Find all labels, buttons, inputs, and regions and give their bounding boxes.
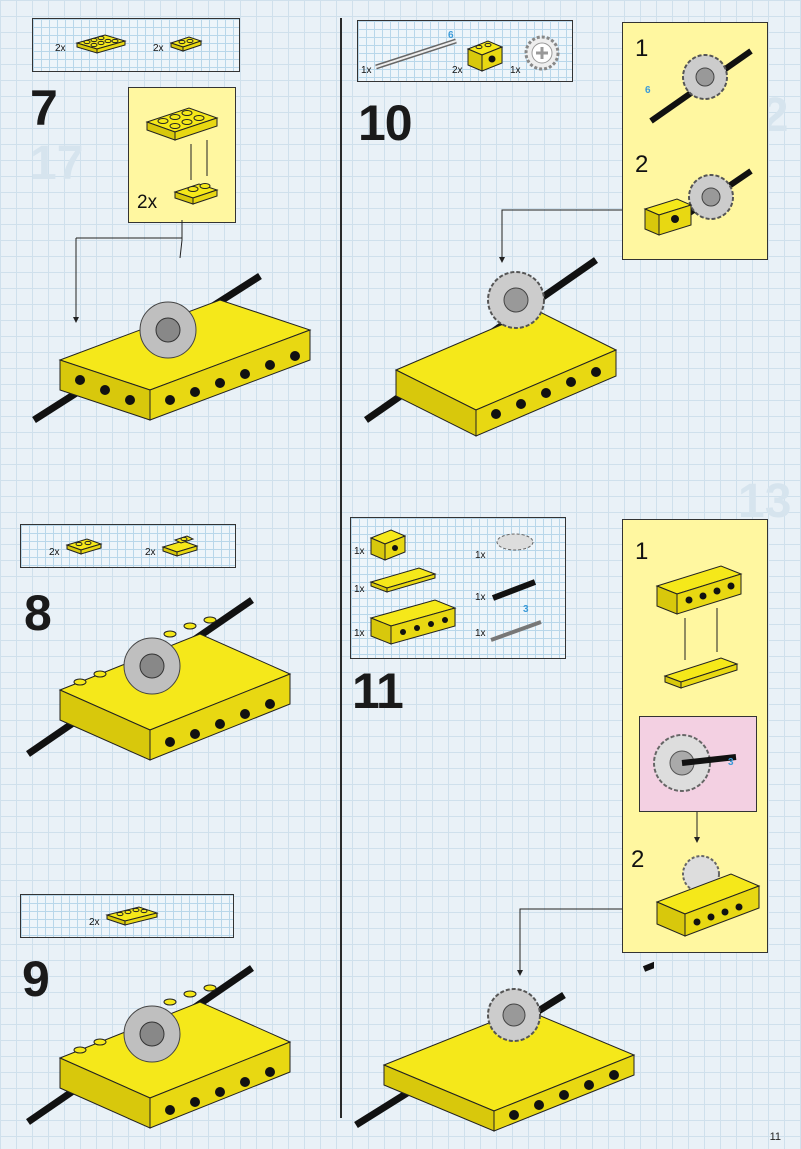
step-number: 7 xyxy=(30,80,58,136)
parts-list-step-8: 2x 2x xyxy=(20,524,236,568)
model-step-9 xyxy=(26,965,292,1129)
plate-step-icon xyxy=(161,535,199,557)
gear-icon xyxy=(524,35,560,71)
step-number: 9 xyxy=(22,951,50,1007)
qty-label: 1x xyxy=(475,592,486,603)
subassembly-box-step-11: 1 2 3 xyxy=(622,519,768,953)
axle-length: 6 xyxy=(645,85,651,96)
parts-list-step-10: 1x 6 2x 1x xyxy=(357,20,573,82)
subassembly-box-step-10: 1 6 2 xyxy=(622,22,768,260)
parts-icons xyxy=(369,529,542,645)
axle-gear-subassembly xyxy=(643,48,753,236)
qty-label: 1x xyxy=(510,65,521,76)
qty-label: 2x xyxy=(153,43,164,54)
substep-number: 1 xyxy=(635,538,649,565)
qty-label: 2x xyxy=(49,547,60,558)
substep-number: 2 xyxy=(635,151,649,178)
plate-1x4-icon xyxy=(105,906,159,926)
step-number: 11 xyxy=(352,663,404,719)
qty-label: 1x xyxy=(354,584,365,595)
plate-2x4-icon xyxy=(75,34,127,54)
parts-list-step-7: 2x 2x xyxy=(32,18,240,72)
axle-length: 3 xyxy=(728,757,734,768)
technic-brick-1x2-icon xyxy=(466,40,504,72)
ghost-number: 13 xyxy=(738,475,792,528)
column-divider xyxy=(340,18,342,1118)
model-step-7 xyxy=(32,220,312,423)
pink-detail-box: 3 xyxy=(639,716,757,812)
plate-stack-diagram xyxy=(145,107,219,205)
qty-label: 1x xyxy=(475,628,486,639)
substep-number: 1 xyxy=(635,35,649,62)
parts-list-step-11: 1x 1x 1x 1x 1x 1x 3 xyxy=(350,517,566,659)
qty-label: 2x xyxy=(452,65,463,76)
model-step-8 xyxy=(26,597,292,761)
qty-label: 1x xyxy=(354,546,365,557)
subassembly-box-step-7: 2x xyxy=(128,87,236,223)
plate-1x2-icon xyxy=(65,538,103,555)
axle-length: 3 xyxy=(523,604,529,615)
substep-number: 2 xyxy=(631,846,645,873)
gear-axle-detail xyxy=(653,734,737,792)
qty-label: 1x xyxy=(475,550,486,561)
qty-label: 2x xyxy=(89,917,100,928)
qty-label: 1x xyxy=(354,628,365,639)
beam-gear-subassembly xyxy=(655,812,761,937)
axle-icon xyxy=(375,38,457,70)
axle-length: 6 xyxy=(448,30,454,41)
qty-label: 2x xyxy=(55,43,66,54)
model-step-10 xyxy=(364,209,622,437)
parts-list-step-9: 2x xyxy=(20,894,234,938)
model-step-11 xyxy=(354,908,654,1132)
beam-plate-diagram xyxy=(655,565,743,689)
subassembly-qty: 2x xyxy=(137,192,158,213)
step-number: 10 xyxy=(358,95,413,151)
qty-label: 1x xyxy=(361,65,372,76)
page-number: 11 xyxy=(769,1131,781,1143)
ghost-number: 17 xyxy=(30,137,84,190)
qty-label: 2x xyxy=(145,547,156,558)
plate-1x2-icon xyxy=(169,36,203,52)
step-number: 8 xyxy=(24,585,52,641)
